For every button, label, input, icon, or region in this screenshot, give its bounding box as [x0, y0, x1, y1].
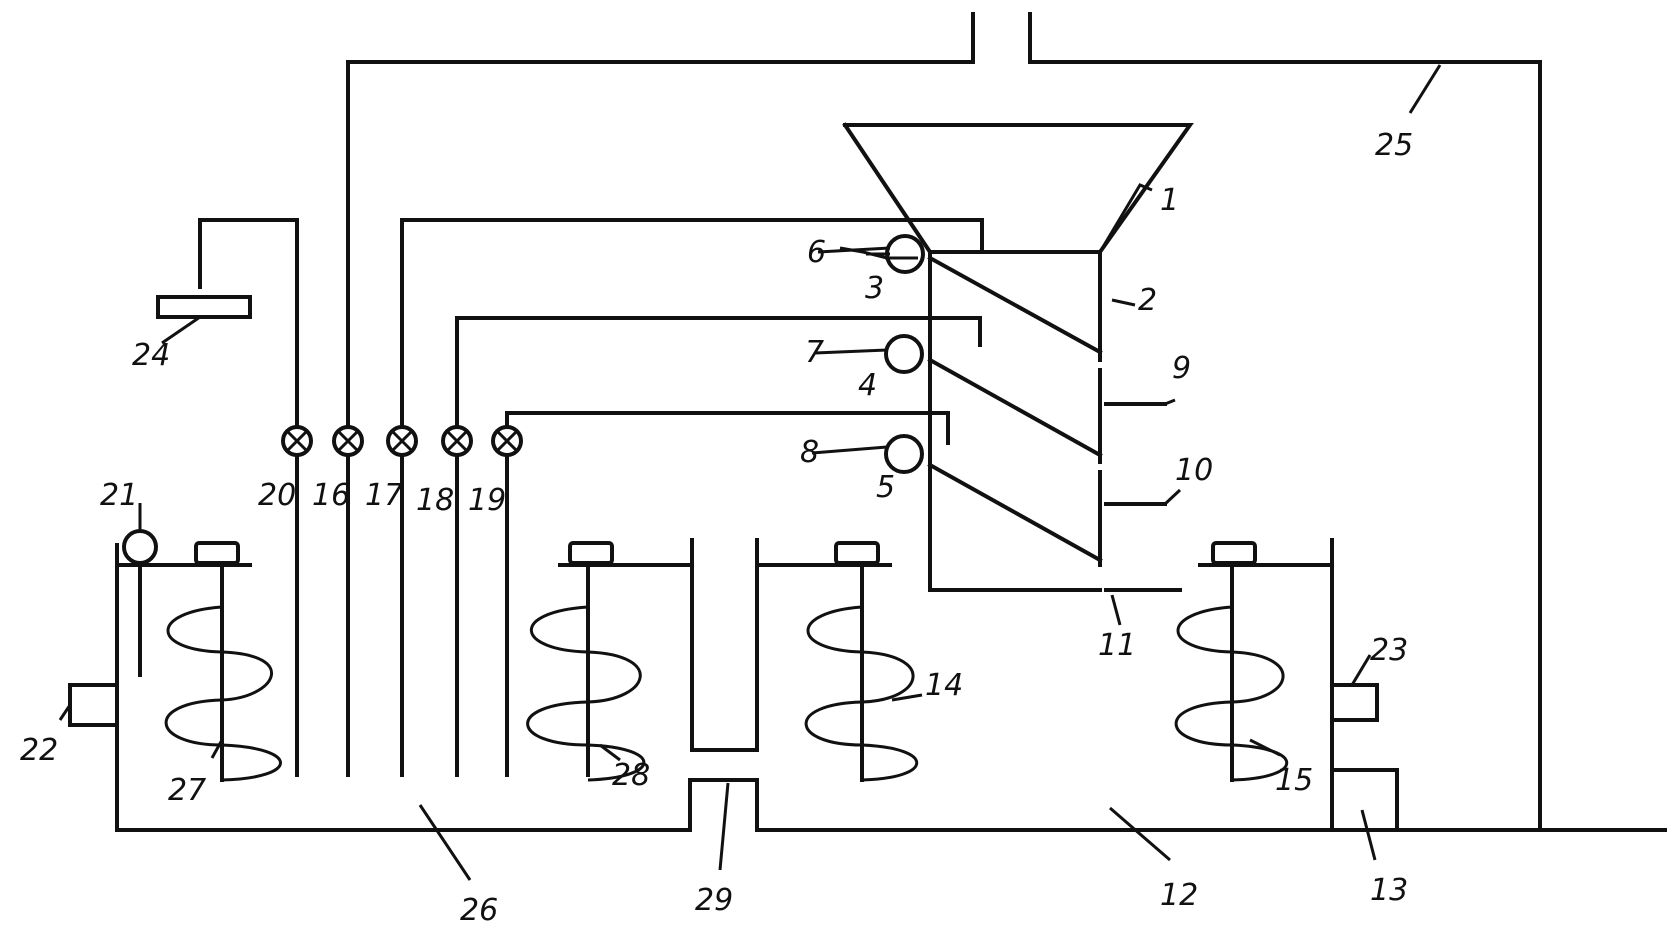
heater-22 [68, 683, 119, 727]
label-3: 3 [865, 271, 884, 306]
roller-4 [884, 334, 924, 374]
roller-3 [885, 234, 925, 274]
label-5: 5 [876, 470, 895, 505]
label-16: 16 [312, 478, 350, 513]
valve-17 [386, 425, 418, 457]
sensor-24 [156, 295, 252, 319]
label-20: 20 [258, 478, 296, 513]
pipes [198, 218, 984, 777]
label-11: 11 [1098, 628, 1136, 663]
label-19: 19 [468, 483, 506, 518]
leader-lines [58, 64, 1442, 881]
valves [281, 425, 523, 457]
reaction-column [927, 250, 1182, 592]
label-1: 1 [1160, 183, 1179, 218]
rollers [884, 234, 925, 474]
part-labels: 1 2 3 4 5 6 7 8 9 10 11 12 13 14 15 16 1… [20, 128, 1413, 928]
exhaust-duct [346, 12, 1542, 832]
label-8: 8 [800, 435, 819, 470]
label-27: 27 [168, 773, 206, 808]
label-23: 23 [1370, 633, 1408, 668]
label-22: 22 [20, 733, 58, 768]
label-10: 10 [1175, 453, 1213, 488]
label-15: 15 [1275, 763, 1313, 798]
label-18: 18 [416, 483, 454, 518]
mixer-28 [526, 541, 694, 782]
mixer-15 [1174, 541, 1399, 832]
label-24: 24 [132, 338, 170, 373]
heater-23 [1330, 683, 1379, 722]
motor-27 [194, 541, 240, 565]
label-26: 26 [460, 893, 498, 928]
valve-19 [491, 425, 523, 457]
label-4: 4 [858, 368, 877, 403]
label-9: 9 [1172, 351, 1191, 386]
valve-18 [441, 425, 473, 457]
hopper [842, 122, 1194, 255]
pump-21 [122, 529, 158, 565]
label-12: 12 [1160, 878, 1198, 913]
label-28: 28 [612, 758, 650, 793]
label-6: 6 [807, 235, 826, 270]
label-25: 25 [1375, 128, 1413, 163]
label-14: 14 [925, 668, 963, 703]
valve-16 [332, 425, 364, 457]
label-21: 21 [100, 478, 138, 513]
valve-20 [281, 425, 313, 457]
roller-5 [884, 434, 924, 474]
label-2: 2 [1138, 283, 1157, 318]
mixer-14 [755, 541, 919, 782]
label-17: 17 [365, 478, 403, 513]
left-mixer [68, 529, 282, 782]
label-7: 7 [805, 335, 824, 370]
label-13: 13 [1370, 873, 1408, 908]
label-29: 29 [695, 883, 733, 918]
